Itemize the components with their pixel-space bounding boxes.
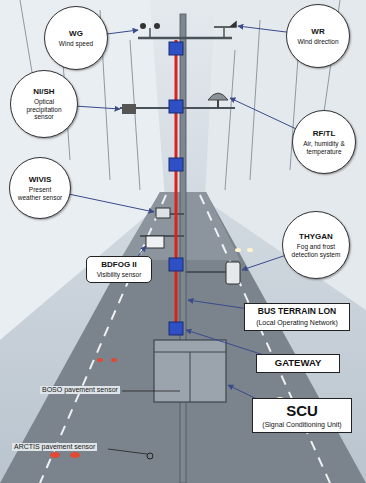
car-light xyxy=(70,452,80,458)
cabinet-seam xyxy=(190,352,191,402)
leader-line xyxy=(108,449,147,454)
sensor-arm xyxy=(186,271,226,273)
weather-sensor xyxy=(156,208,170,218)
sensor-callout: WG Wind speed xyxy=(44,6,108,70)
node-text-block: GATEWAY xyxy=(275,358,321,369)
part-label: ARCTIS pavement sensor xyxy=(12,443,97,451)
humidity-dome xyxy=(208,93,228,100)
mast xyxy=(180,14,186,483)
node-text-block: NI/SH Optical precipitation sensor xyxy=(20,87,69,121)
component-box: SCU (Signal Conditioning Unit) xyxy=(252,398,352,433)
precipitation-sensor xyxy=(122,104,136,114)
anemometer-cup xyxy=(140,23,146,29)
car-light xyxy=(111,358,117,362)
node-text-block: WIVIS Present weather sensor xyxy=(18,175,63,201)
node-text: Air, humidity & temperature xyxy=(301,140,347,155)
node-text: Fog and frost detection system xyxy=(292,243,341,258)
anemometer-post xyxy=(149,28,151,38)
node-title: BDFOG II xyxy=(97,260,142,269)
bus-module xyxy=(169,42,183,55)
node-text-block: SCU (Signal Conditioning Unit) xyxy=(262,402,341,429)
fog-frost-sensor xyxy=(226,262,240,284)
node-text: (Signal Conditioning Unit) xyxy=(262,421,341,429)
snowy-trees-right xyxy=(205,0,366,310)
signal-cabinet xyxy=(154,340,226,402)
leader-line xyxy=(122,391,180,392)
node-title: WIVIS xyxy=(18,175,63,184)
node-text: Present weather sensor xyxy=(18,186,63,201)
node-text: Visibility sensor xyxy=(97,271,142,278)
cross-arm xyxy=(138,37,232,40)
node-title: THYGAN xyxy=(292,232,341,241)
sensor-callout: WR Wind direction xyxy=(286,4,350,68)
component-box: BDFOG II Visibility sensor xyxy=(86,256,152,283)
car-light xyxy=(247,248,253,252)
node-text-block: BDFOG II Visibility sensor xyxy=(97,260,142,279)
anemometer-cup xyxy=(154,23,160,29)
node-text: Wind speed xyxy=(53,40,99,47)
node-text-block: WG Wind speed xyxy=(53,29,99,48)
node-title: WR xyxy=(295,27,341,36)
sensor-callout: RF/TL Air, humidity & temperature xyxy=(292,110,356,174)
dome-post xyxy=(217,100,219,108)
node-text-block: WR Wind direction xyxy=(295,27,341,46)
component-box: BUS TERRAIN LON (Local Operating Network) xyxy=(244,303,350,331)
bus-wire xyxy=(175,40,178,332)
node-text: Optical precipitation sensor xyxy=(20,98,69,120)
part-label: BOSO pavement sensor xyxy=(40,386,120,394)
sensor-callout: THYGAN Fog and frost detection system xyxy=(282,211,350,279)
node-title: NI/SH xyxy=(20,87,69,96)
car-light xyxy=(235,248,241,252)
node-title: RF/TL xyxy=(301,129,347,138)
component-box: GATEWAY xyxy=(256,354,340,373)
sensor-callout: NI/SH Optical precipitation sensor xyxy=(10,70,78,138)
lane-mark xyxy=(40,195,166,483)
node-text: (Local Operating Network) xyxy=(256,319,338,327)
leader-lines xyxy=(40,26,324,420)
bus-module xyxy=(169,100,183,113)
node-text-block: BUS TERRAIN LON (Local Operating Network) xyxy=(256,307,338,327)
node-title: SCU xyxy=(262,402,341,419)
sensor-callout: WIVIS Present weather sensor xyxy=(9,157,71,219)
node-text: Wind direction xyxy=(295,38,341,45)
bus-module xyxy=(169,258,183,271)
bus-module xyxy=(169,158,183,171)
bus-module xyxy=(169,322,183,335)
node-text-block: RF/TL Air, humidity & temperature xyxy=(301,129,347,155)
vane-post xyxy=(223,28,225,38)
car-light xyxy=(97,358,103,362)
node-title: BUS TERRAIN LON xyxy=(256,307,338,317)
car-light xyxy=(50,452,60,458)
node-title: GATEWAY xyxy=(275,358,321,369)
visibility-sensor xyxy=(146,236,164,248)
node-text-block: THYGAN Fog and frost detection system xyxy=(292,232,341,258)
pavement-sensor xyxy=(147,453,153,459)
wind-vane xyxy=(214,22,236,27)
node-title: WG xyxy=(53,29,99,38)
